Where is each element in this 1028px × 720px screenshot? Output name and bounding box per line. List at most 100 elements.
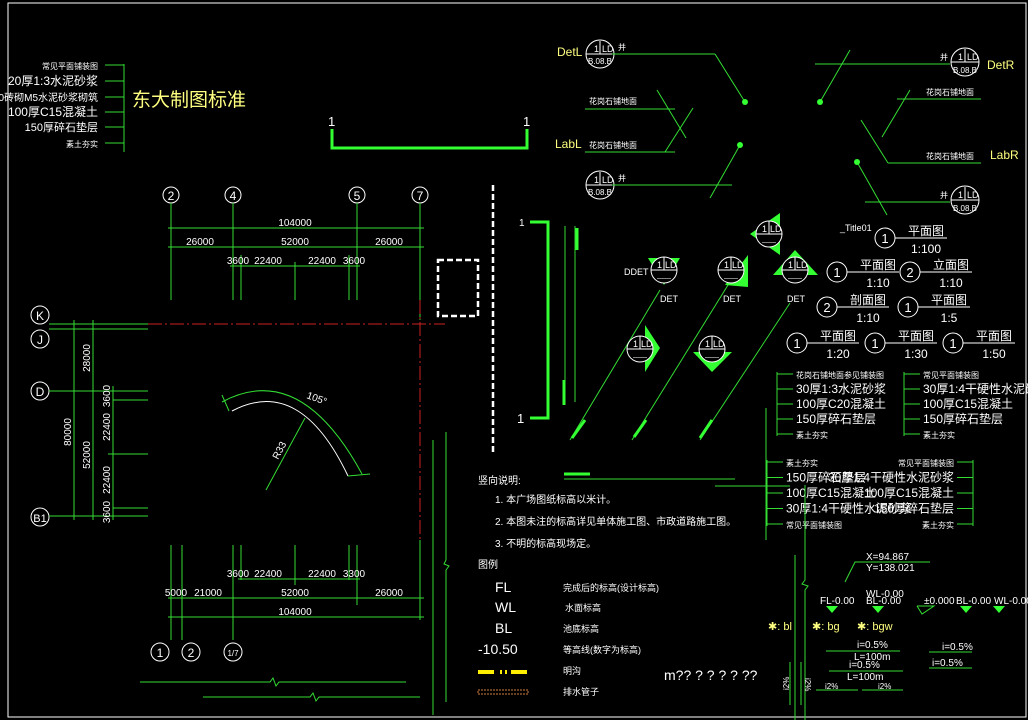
svg-text:B.08.B: B.08.B <box>588 188 612 197</box>
title-num: 1 <box>871 336 878 351</box>
dim-text: 80000 <box>63 418 74 446</box>
svg-text:B.08.B: B.08.B <box>588 57 612 66</box>
axis-label: 2 <box>188 646 195 660</box>
legend-symbol: WL <box>495 599 516 615</box>
dim-text: 26000 <box>375 237 403 248</box>
title-num: 2 <box>906 265 913 280</box>
svg-text:1: 1 <box>519 218 525 229</box>
dim-text: 22400 <box>102 413 113 441</box>
elev-tag: ✱: bl <box>768 621 792 633</box>
title-name: 平面图 <box>931 293 967 307</box>
svg-text:并: 并 <box>940 190 948 200</box>
svg-text:B.08.B: B.08.B <box>953 204 977 213</box>
svg-text:L=100m: L=100m <box>847 672 883 683</box>
title-scale: 1:20 <box>826 347 850 361</box>
dim-text: 22400 <box>308 256 336 267</box>
legend-symbol: FL <box>495 579 512 595</box>
dim-text: 104000 <box>278 218 312 229</box>
svg-text:B.08.B: B.08.B <box>953 66 977 75</box>
layer-tag-text: 100厚C15混凝土 <box>864 485 954 500</box>
leaders-right: 并 1 LD B.08.B DetR 花岗石铺地面 花岗石铺地面 LabR 并 … <box>815 47 1019 216</box>
title-num: 1 <box>833 265 840 280</box>
leaders-left: DetL 1 LD B.08.B 并 花岗石铺地面 LabL 花岗石铺地面 1 … <box>555 39 748 200</box>
arc-dimension: 105° R33 <box>221 390 371 491</box>
layer-text: 20厚1:3水泥砂浆 <box>8 73 98 88</box>
det-label: DetL <box>557 45 583 59</box>
dim-text: 22400 <box>102 466 113 494</box>
dim-text: 52000 <box>281 237 309 248</box>
layer-tag-text: 常见平面铺装图 <box>898 458 954 468</box>
elev-tag: ✱: bg <box>812 621 840 633</box>
notes-heading: 竖向说明: <box>478 474 521 487</box>
svg-text:Y=138.021: Y=138.021 <box>866 563 915 574</box>
svg-text:±0.000: ±0.000 <box>924 596 955 607</box>
dim-text: 21000 <box>194 588 222 599</box>
elev-tag: ✱: bgw <box>857 621 893 633</box>
dim-text: 3600 <box>343 256 366 267</box>
svg-text:i2%: i2% <box>878 682 891 691</box>
svg-text:i2%: i2% <box>803 678 812 691</box>
layer-text: 常见平面铺装图 <box>42 61 98 71</box>
layer-tag-text: 150厚碎石垫层 <box>786 470 866 485</box>
svg-text:1: 1 <box>788 260 793 270</box>
title-scale: 1:100 <box>911 242 941 256</box>
legend-desc: 水面标高 <box>565 602 601 613</box>
svg-text:BL-0.00: BL-0.00 <box>866 596 901 607</box>
svg-text:LD: LD <box>770 224 782 234</box>
axis-label: B1 <box>33 513 46 525</box>
svg-text:LD: LD <box>602 44 614 54</box>
title-scale: 1:10 <box>939 276 963 290</box>
svg-text:——: —— <box>724 275 738 282</box>
arc-angle: 105° <box>305 390 328 407</box>
title-name: 立面图 <box>933 257 969 272</box>
layer-tag-block: 常见平面铺装图30厚1:4干硬性水泥砂浆100厚C15混凝土150厚碎石垫层素土… <box>828 458 974 530</box>
title-scale: 1:30 <box>904 347 928 361</box>
svg-text:并: 并 <box>940 52 948 62</box>
legend-desc: 池底标高 <box>563 623 599 634</box>
svg-text:LD: LD <box>967 190 979 200</box>
left-axis-grid: K J D B1 80000 28000 52000 3600 22400 22… <box>30 305 148 527</box>
layer-text: 100厚C15混凝土 <box>8 104 98 119</box>
dim-text: 3600 <box>227 256 250 267</box>
layer-tag-text: 30厚1:4干硬性水泥砂浆 <box>786 501 912 516</box>
dim-text: 104000 <box>278 607 312 618</box>
axis-label: K <box>36 309 44 323</box>
svg-text:WL-0.00: WL-0.00 <box>994 596 1028 607</box>
layer-tag-block: 花岗石铺地面参见铺装图30厚1:3水泥砂浆100厚C20混凝土150厚碎石垫层素… <box>776 370 886 440</box>
title-name: 平面图 <box>820 329 856 343</box>
coordinate-label: X=94.867 Y=138.021 <box>794 485 930 720</box>
dim-text: 3300 <box>343 569 366 580</box>
svg-text:i2%: i2% <box>782 677 791 690</box>
svg-text:LD: LD <box>602 175 614 185</box>
layer-tag-text: 100厚C15混凝土 <box>923 396 1013 411</box>
svg-text:并: 并 <box>618 173 626 183</box>
svg-text:1: 1 <box>594 175 599 185</box>
layer-tag-text: 素土夯实 <box>786 458 818 468</box>
svg-text:WL-0.00: WL-0.00 <box>866 589 904 600</box>
dim-text: 3600 <box>102 384 113 407</box>
svg-text:FL-0.00: FL-0.00 <box>820 596 855 607</box>
garbled-text: m?? ? ? ? ? ?? <box>664 667 758 683</box>
title-name: 平面图 <box>860 258 896 272</box>
title-name: 剖面图 <box>850 293 886 307</box>
title-layer-block: 常见平面铺装图 20厚1:3水泥砂浆 Mu10砖砌M5水泥砂浆砌筑 100厚C1… <box>0 61 246 152</box>
axis-label: 4 <box>230 189 237 203</box>
dim-text: 52000 <box>82 441 93 469</box>
axis-label: J <box>37 333 43 347</box>
arc-radius: R33 <box>271 440 290 462</box>
svg-text:i2%: i2% <box>825 682 838 691</box>
dim-text: 26000 <box>186 237 214 248</box>
title-num: 1 <box>904 300 911 315</box>
leader-text: 花岗石铺地面 <box>589 96 637 106</box>
svg-text:1: 1 <box>958 190 963 200</box>
bottom-axis-grid: 3600 22400 22400 3300 5000 21000 52000 2… <box>140 432 450 715</box>
title-num: 1 <box>881 231 888 246</box>
